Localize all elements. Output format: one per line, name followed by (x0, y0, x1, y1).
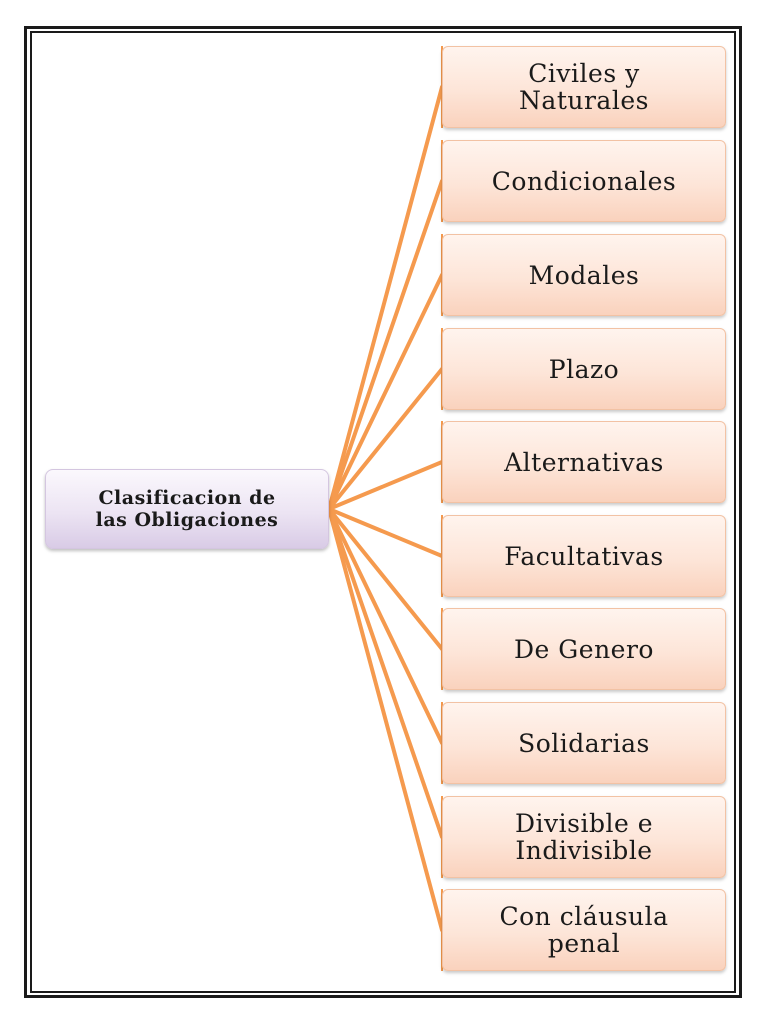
child-node-label: Divisible e Indivisible (514, 809, 654, 865)
child-node-label: Alternativas (504, 447, 664, 477)
inner-frame (30, 31, 736, 993)
child-node-label: Con cláusula penal (499, 902, 669, 958)
child-node-label: De Genero (514, 634, 654, 664)
child-node-modales: Modales (442, 234, 726, 316)
connector-line-1 (327, 85, 444, 511)
child-node-civiles-naturales: Civiles y Naturales (442, 46, 726, 128)
connector-line-6 (327, 507, 444, 558)
child-node-label: Modales (528, 260, 640, 290)
child-node-label: Condicionales (491, 166, 677, 196)
connector-line-9 (327, 507, 444, 839)
child-node-label: Civiles y Naturales (519, 59, 649, 115)
child-node-divisible-indivisible: Divisible e Indivisible (442, 796, 726, 878)
connector-line-8 (327, 507, 444, 745)
connector-line-7 (327, 507, 444, 651)
child-node-alternativas: Alternativas (442, 421, 726, 503)
outer-frame (24, 26, 742, 998)
child-node-label: Plazo (548, 354, 620, 384)
child-node-facultativas: Facultativas (442, 515, 726, 597)
root-node: Clasificacion de las Obligaciones (45, 469, 329, 549)
child-node-plazo: Plazo (442, 328, 726, 410)
connector-line-2 (327, 179, 444, 511)
child-node-label: Facultativas (504, 541, 664, 571)
child-node-de-genero: De Genero (442, 608, 726, 690)
child-node-clausula-penal: Con cláusula penal (442, 889, 726, 971)
connector-line-4 (327, 367, 444, 511)
connector-line-3 (327, 273, 444, 511)
child-node-label: Solidarias (518, 728, 650, 758)
root-node-label: Clasificacion de las Obligaciones (95, 487, 279, 531)
child-node-solidarias: Solidarias (442, 702, 726, 784)
child-node-condicionales: Condicionales (442, 140, 726, 222)
connector-line-10 (327, 507, 444, 932)
connector-line-5 (327, 460, 444, 511)
